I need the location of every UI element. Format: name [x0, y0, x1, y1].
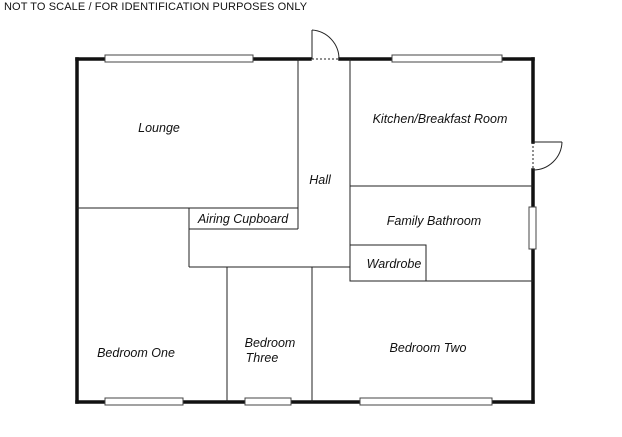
label-bedroom-three-line2: Three	[246, 351, 279, 365]
label-hall: Hall	[309, 173, 332, 187]
wardrobe-box	[349, 244, 427, 282]
window-kitchen	[391, 54, 503, 63]
window-bedroom-three	[244, 397, 292, 406]
front-door	[311, 29, 340, 60]
side-door	[532, 141, 563, 171]
label-bedroom-one: Bedroom One	[97, 346, 175, 360]
window-bedroom-two	[359, 397, 493, 406]
label-lounge: Lounge	[138, 121, 180, 135]
window-lounge	[104, 54, 254, 63]
label-bedroom-two: Bedroom Two	[390, 341, 467, 355]
interior-walls	[77, 59, 533, 402]
label-wardrobe: Wardrobe	[367, 257, 422, 271]
window-bathroom	[528, 206, 537, 250]
window-bedroom-one	[104, 397, 184, 406]
label-airing-cupboard: Airing Cupboard	[197, 212, 289, 226]
label-family-bathroom: Family Bathroom	[387, 214, 481, 228]
label-kitchen: Kitchen/Breakfast Room	[373, 112, 508, 126]
windows	[104, 54, 537, 406]
disclaimer-text: NOT TO SCALE / FOR IDENTIFICATION PURPOS…	[4, 1, 308, 13]
label-bedroom-three-line1: Bedroom	[245, 336, 296, 350]
